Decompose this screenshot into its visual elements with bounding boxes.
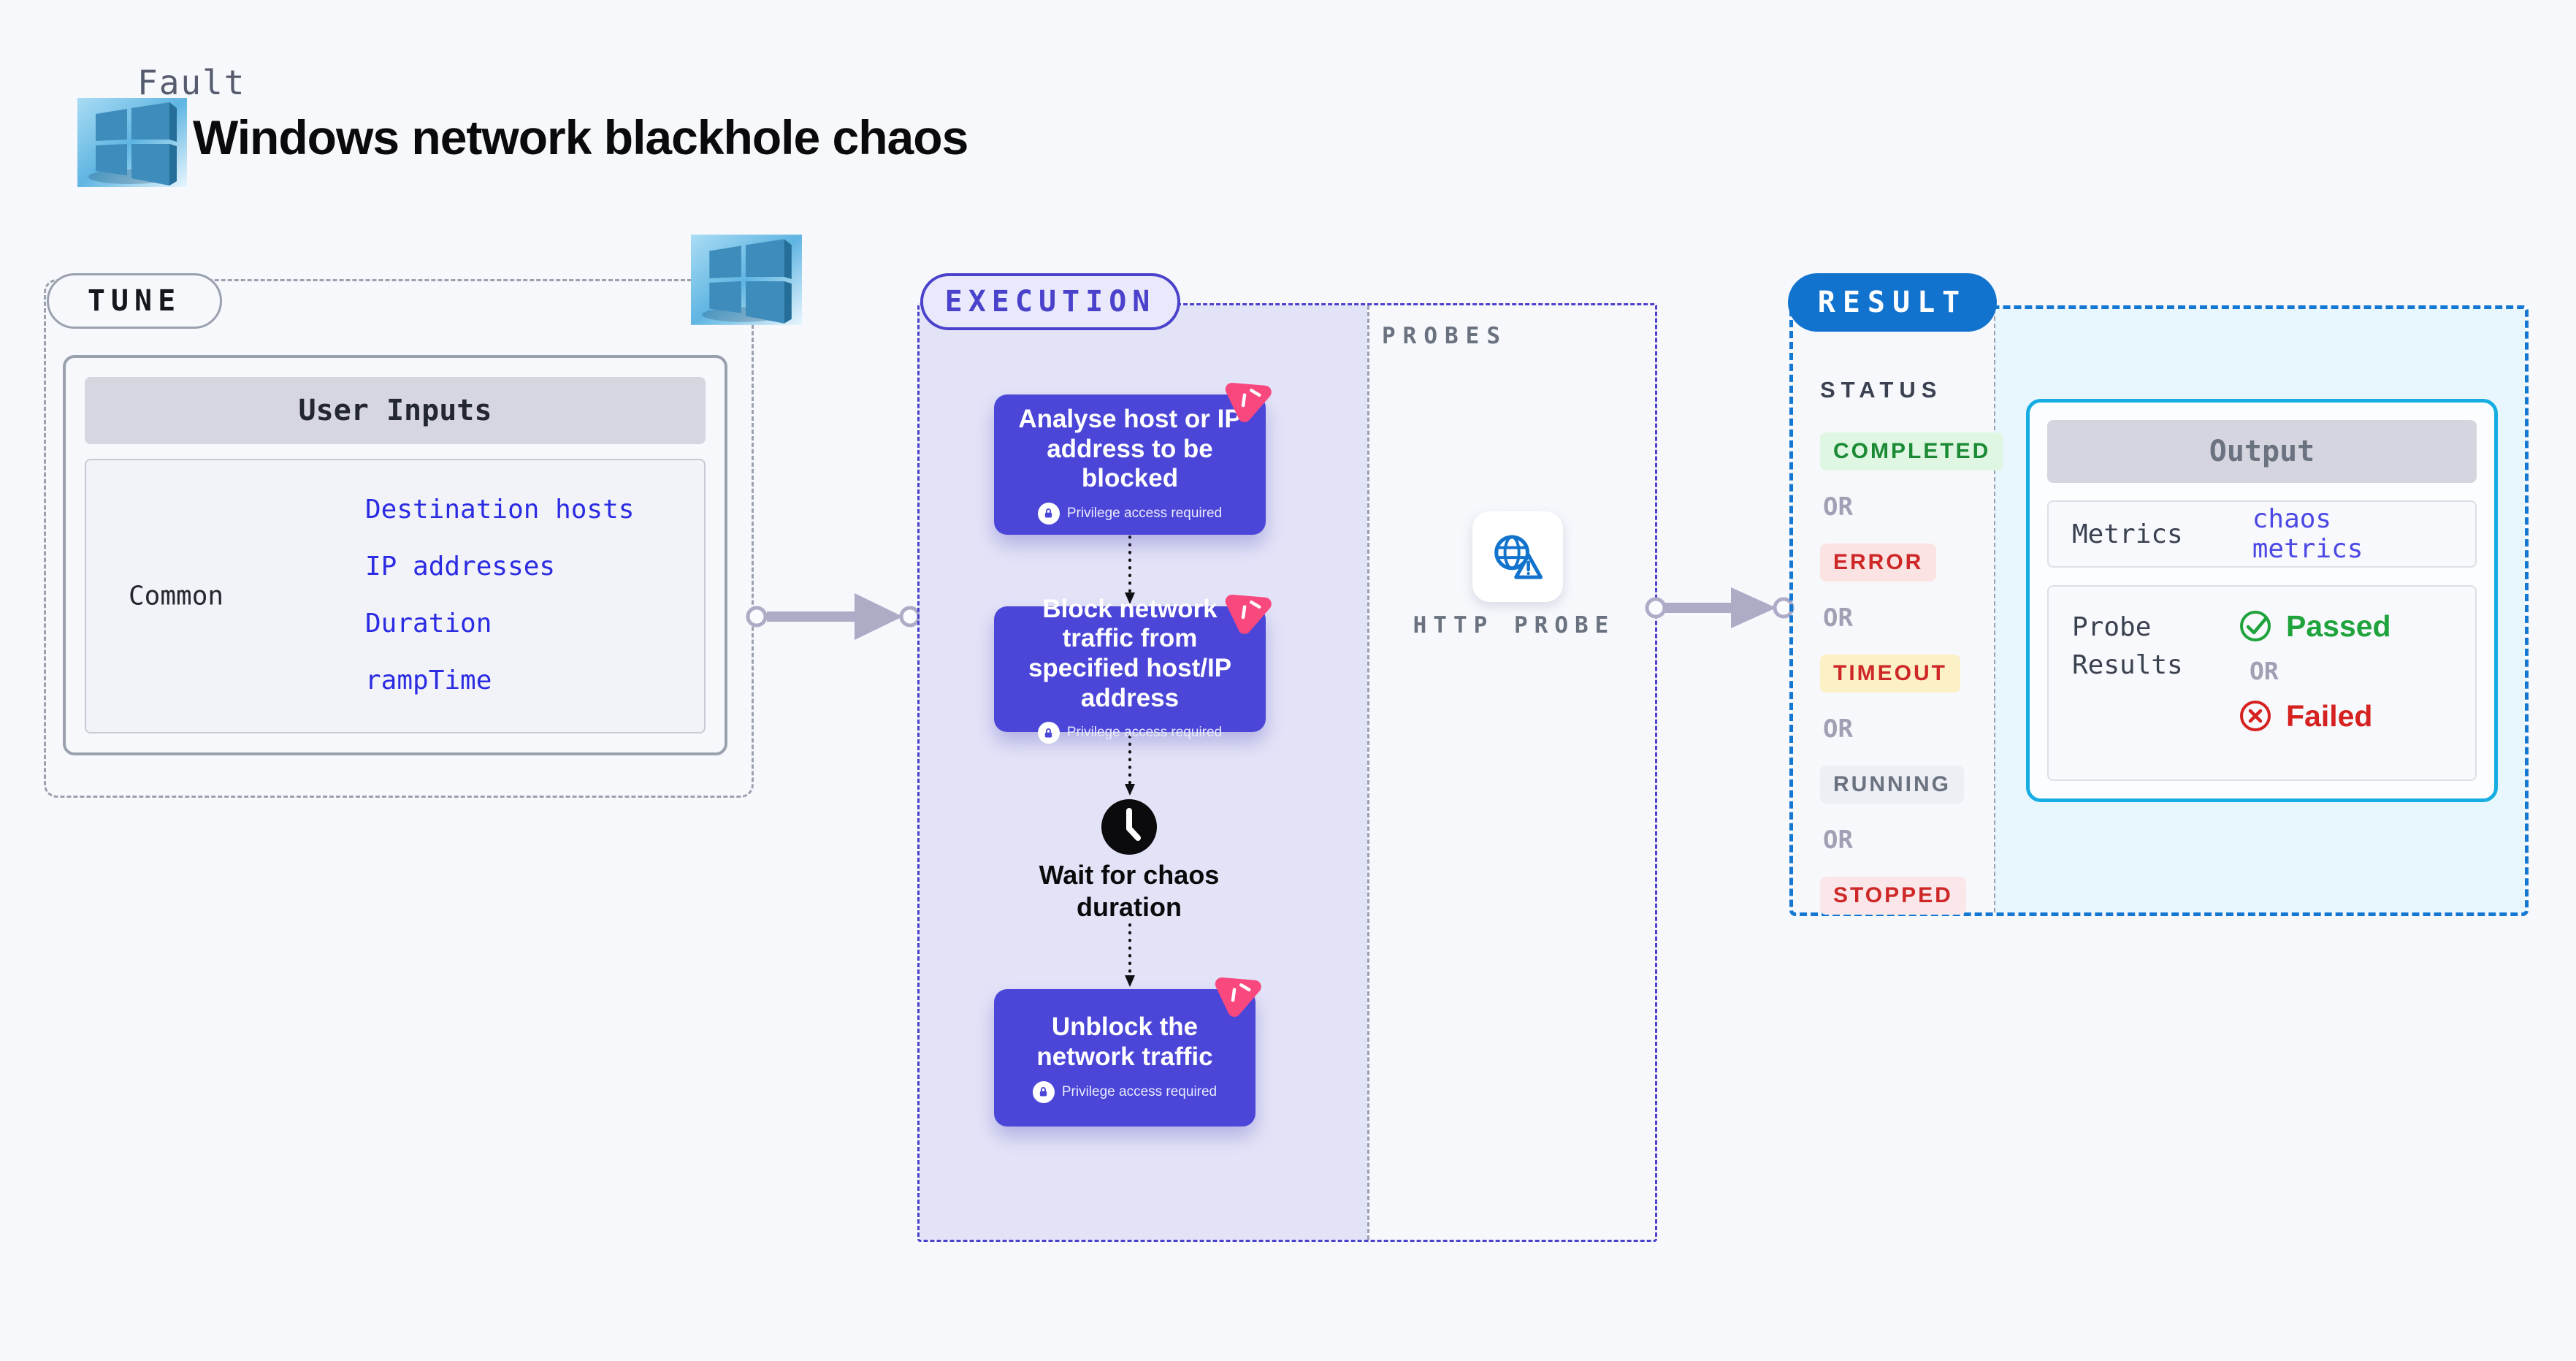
lock-icon [1032,1080,1055,1103]
or-label: OR [1823,603,1853,633]
dotted-arrow-2 [1125,735,1135,796]
output-header: Output [2047,420,2477,483]
outcome-failed: Failed [2238,698,2391,733]
status-badge-stopped: STOPPED [1820,877,1966,915]
link-ramptime[interactable]: rampTime [365,666,492,695]
user-inputs-header: User Inputs [85,377,706,444]
lock-icon [1037,502,1060,525]
status-column: STATUS COMPLETED OR ERROR OR TIMEOUT OR … [1820,377,2004,937]
http-probe-card [1472,511,1563,602]
probes-section-label: PROBES [1382,323,1507,349]
step-card-unblock: Unblock the network traffic Privilege ac… [994,977,1261,1126]
metrics-label: Metrics [2072,519,2183,549]
probe-results-row: Probe Results Passed OR Faile [2047,585,2477,781]
row-label-common: Common [129,581,224,611]
fault-kicker: Fault [137,63,246,102]
or-label: OR [1823,714,1853,744]
probe-results-label: Probe Results [2072,612,2183,681]
probes-zone [1367,305,1655,1240]
tune-section-label: TUNE [47,273,222,329]
passed-label: Passed [2286,609,2391,643]
user-input-links: Destination hosts IP addresses Duration … [365,491,634,700]
tune-section [44,279,754,798]
result-section-label: RESULT [1788,273,1997,332]
status-badge-timeout: TIMEOUT [1820,655,1960,693]
or-label: OR [1823,826,1853,855]
link-ip-addresses[interactable]: IP addresses [365,552,556,582]
page-title: Windows network blackhole chaos [193,110,968,164]
dotted-arrow-1 [1125,535,1135,604]
chaos-badge-icon [1207,970,1269,1018]
status-badge-running: RUNNING [1820,766,1964,804]
or-label: OR [2250,657,2279,685]
privilege-row: Privilege access required [1032,1080,1218,1103]
output-panel: Output Metrics chaos metrics Probe Resul… [2026,399,2498,802]
metrics-row: Metrics chaos metrics [2047,500,2477,568]
windows-logo-icon [77,98,187,187]
x-circle-icon [2240,701,2271,731]
probe-outcomes: Passed OR Failed [2238,609,2391,758]
step-title: Block network traffic from specified hos… [1028,594,1232,712]
failed-label: Failed [2286,698,2373,733]
outcome-passed: Passed [2238,609,2391,644]
privilege-row: Privilege access required [1037,502,1223,525]
step-title: Analyse host or IP address to be blocked [1018,405,1242,493]
link-duration[interactable]: Duration [365,609,492,638]
flow-arrow-execution-to-result [1645,587,1795,628]
link-destination-hosts[interactable]: Destination hosts [365,495,635,525]
execution-section-label: EXECUTION [920,273,1180,330]
status-heading: STATUS [1820,377,1943,403]
chaos-metrics-link[interactable]: chaos metrics [2252,504,2363,564]
flow-arrow-tune-to-execution [746,593,920,640]
lock-icon [1037,722,1060,744]
user-inputs-body: Common Destination hosts IP addresses Du… [85,459,706,733]
chaos-badge-icon [1218,587,1279,636]
privilege-note: Privilege access required [1061,1083,1218,1099]
or-label: OR [1823,492,1853,522]
status-badge-completed: COMPLETED [1820,432,2004,470]
clock-icon [1099,797,1159,857]
privilege-note: Privilege access required [1066,725,1223,741]
step-title: Unblock the network traffic [1036,1013,1213,1071]
wait-step-label: Wait for chaos duration [1039,860,1220,922]
user-inputs-table: User Inputs Common Destination hosts IP … [63,355,727,755]
http-probe-label: HTTP PROBE [1413,612,1616,638]
step-card-block: Block network traffic from specified hos… [994,595,1272,744]
windows-logo-icon-small [691,234,802,326]
privilege-note: Privilege access required [1066,505,1223,521]
status-badge-error: ERROR [1820,544,1937,582]
globe-alert-icon [1494,535,1543,579]
check-circle-icon [2240,611,2271,641]
step-card-analyse: Analyse host or IP address to be blocked… [994,382,1272,535]
dotted-arrow-3 [1125,923,1135,987]
chaos-badge-icon [1218,375,1279,424]
privilege-row: Privilege access required [1037,722,1223,744]
